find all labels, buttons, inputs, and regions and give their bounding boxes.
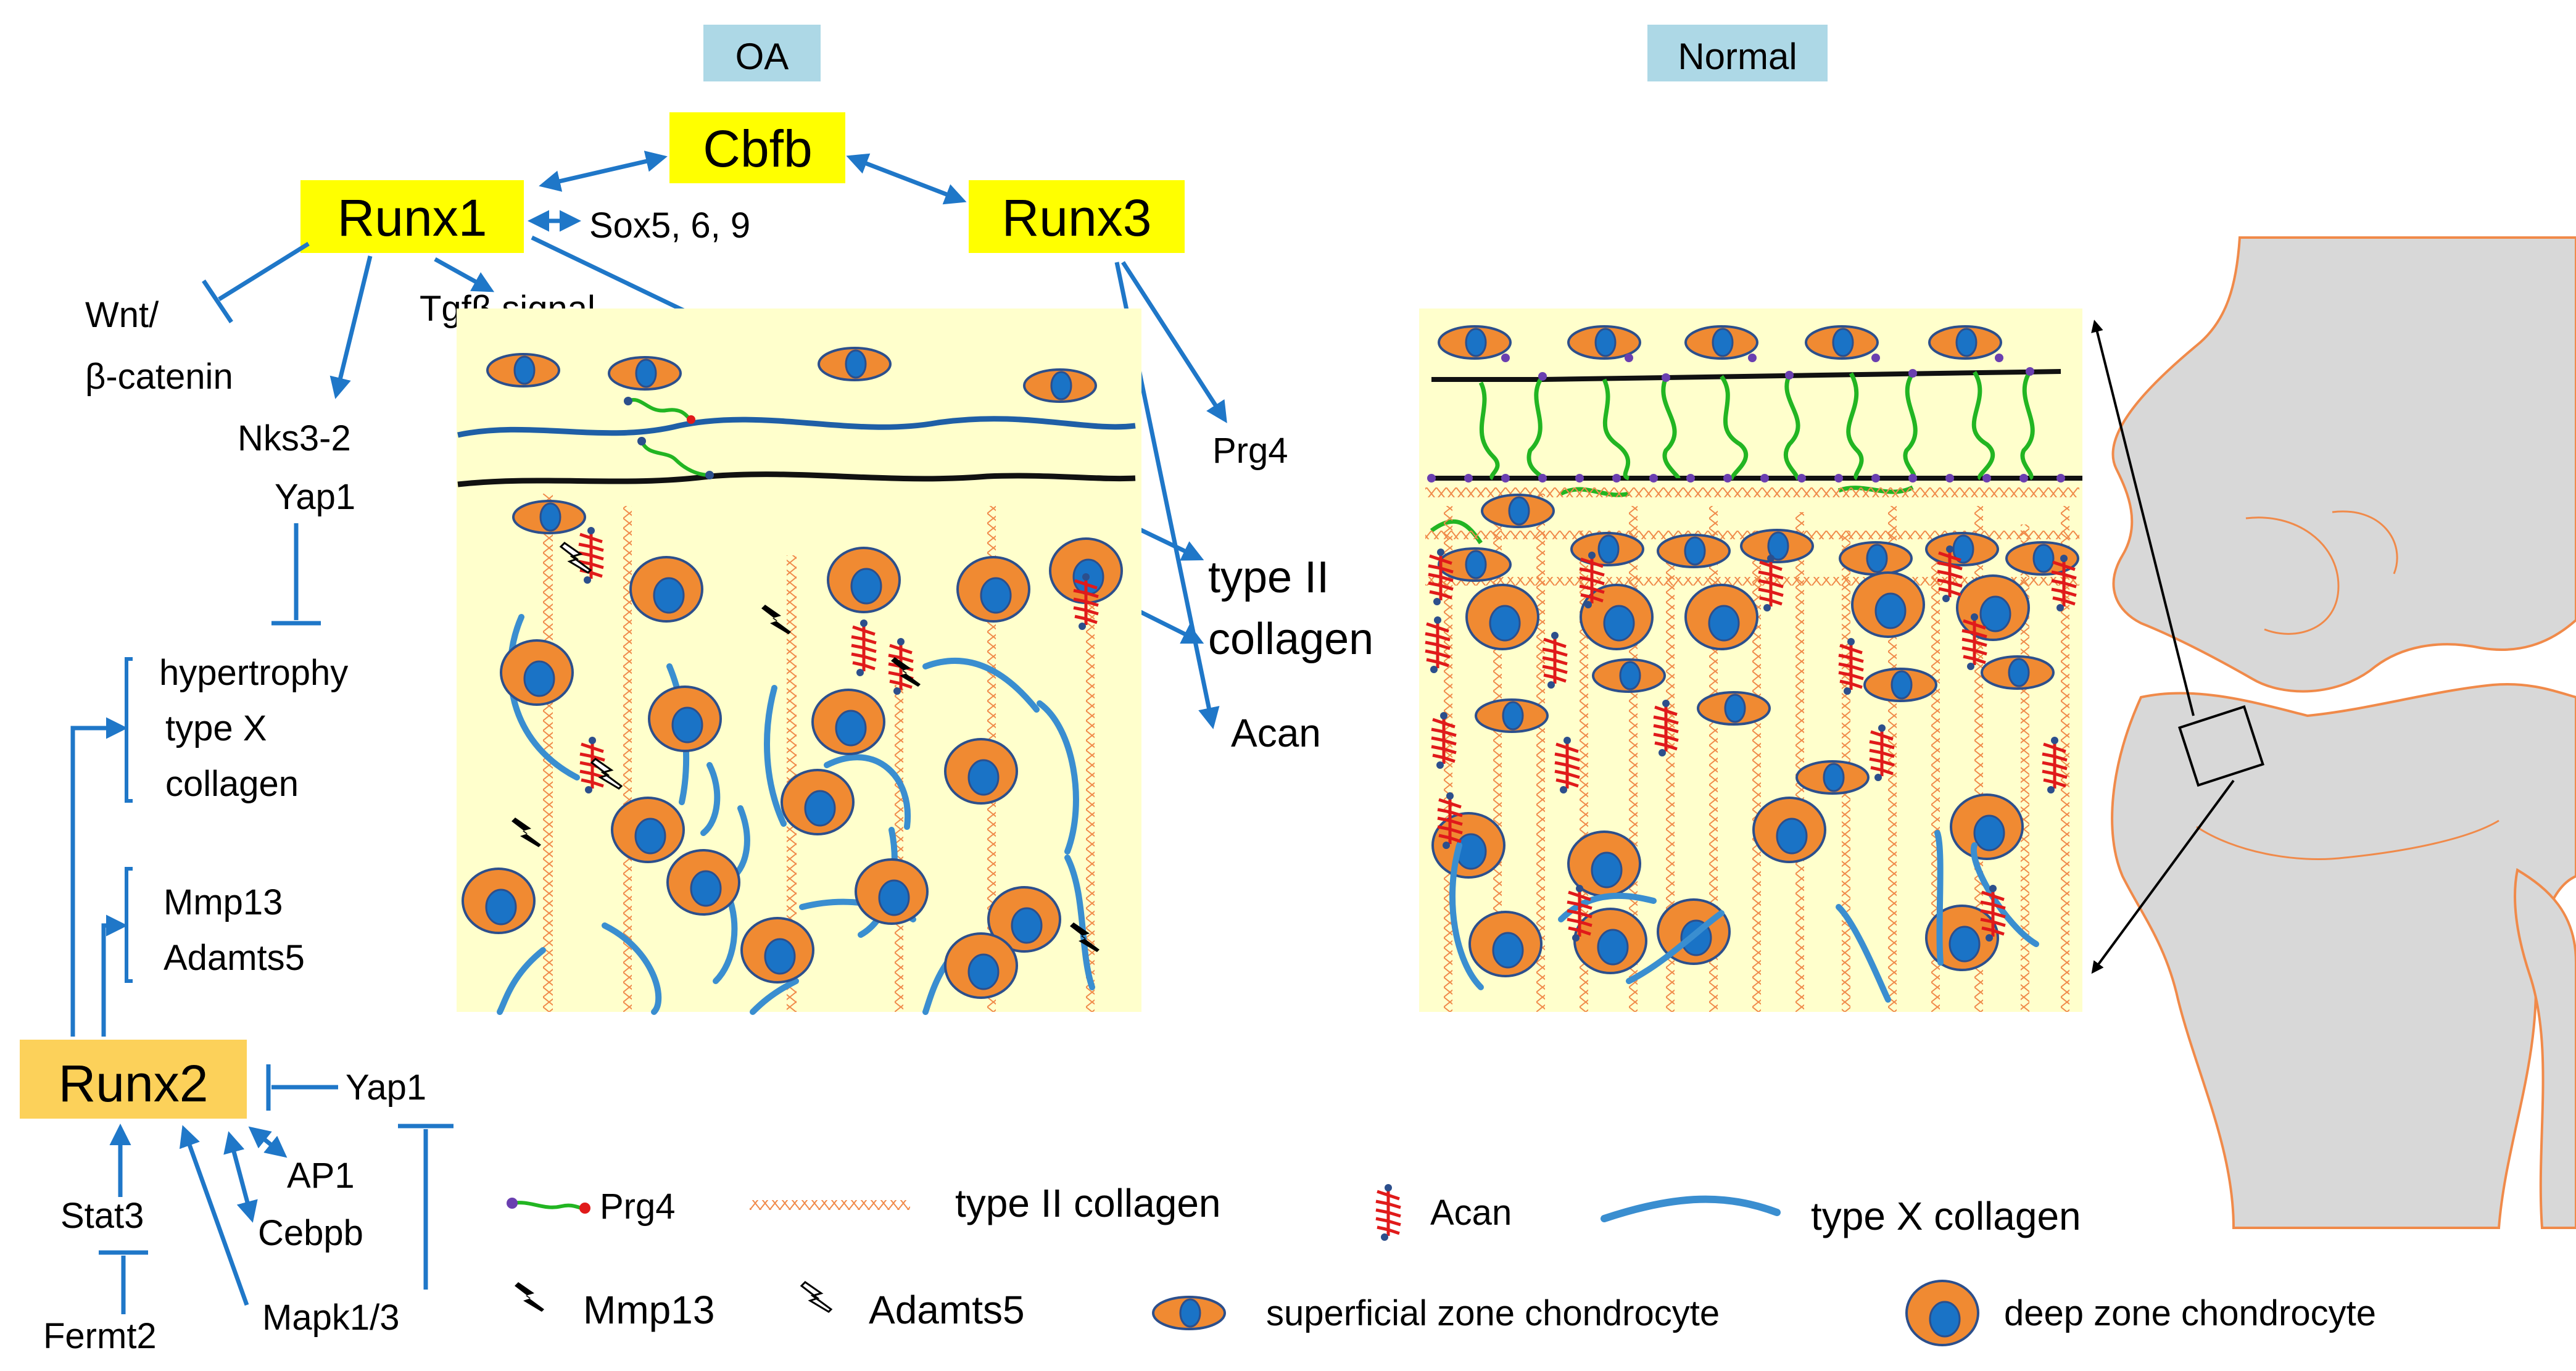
hypertrophy-bracket bbox=[125, 657, 133, 803]
legend-adamts5-icon bbox=[800, 1281, 832, 1313]
arrow-cebpb-runx2 bbox=[223, 1131, 258, 1223]
oa-label-box bbox=[703, 25, 821, 81]
oa-surface-black bbox=[457, 471, 1136, 487]
runx1-label: Runx1 bbox=[338, 189, 487, 247]
yap1-top-label: Yap1 bbox=[275, 477, 355, 517]
legend-prg4-label: Prg4 bbox=[600, 1187, 676, 1227]
arrow-cbfb-runx3 bbox=[846, 153, 967, 205]
runx2-label: Runx2 bbox=[59, 1054, 209, 1112]
femur-line-2 bbox=[2332, 510, 2398, 574]
sox-label: Sox5, 6, 9 bbox=[589, 205, 750, 246]
typex-label-line2: collagen bbox=[165, 764, 299, 804]
legend-mmp13-label: Mmp13 bbox=[583, 1288, 714, 1332]
arrow-runx2-mmp bbox=[101, 914, 128, 1037]
hypertrophy-label: hypertrophy bbox=[159, 653, 348, 693]
type2-label-line2: collagen bbox=[1208, 615, 1373, 664]
arrow-runx2-hypertrophy bbox=[70, 717, 128, 1037]
nks-label: Nks3-2 bbox=[238, 418, 351, 458]
legend-mmp13-icon bbox=[515, 1282, 544, 1312]
oa-prg4 bbox=[627, 398, 710, 477]
region-of-interest-box bbox=[2178, 705, 2264, 787]
normal-cartilage-panel bbox=[1419, 309, 2082, 1012]
knee-joint-illustration bbox=[2091, 236, 2576, 1229]
yap1-bottom-label: Yap1 bbox=[346, 1067, 426, 1108]
normal-prg4-ends bbox=[1427, 354, 2065, 483]
runx3-label: Runx3 bbox=[1002, 189, 1152, 247]
typex-label-line1: type X bbox=[165, 708, 267, 748]
arrow-runx3-prg4 bbox=[1121, 261, 1227, 423]
runx3-box bbox=[969, 180, 1185, 253]
inhibit-bar-wnt bbox=[202, 280, 233, 323]
inhibit-runx1-wnt bbox=[218, 242, 310, 301]
normal-label-box bbox=[1647, 25, 1828, 81]
tibia-plateau-line bbox=[2196, 819, 2499, 861]
type2-label-line1: type II bbox=[1208, 553, 1329, 602]
prg4-label: Prg4 bbox=[1212, 431, 1288, 471]
normal-label: Normal bbox=[1678, 36, 1797, 77]
legend-acan-label: Acan bbox=[1430, 1193, 1512, 1233]
zoom-arrow-top bbox=[2091, 320, 2195, 716]
legend: Prg4 type II collagen Acan type X collag… bbox=[507, 1181, 2376, 1346]
legend-prg4-icon bbox=[511, 1201, 586, 1211]
legend-acan-icon bbox=[1376, 1184, 1401, 1241]
adamts5-label: Adamts5 bbox=[164, 938, 305, 978]
mmp-bracket bbox=[125, 867, 133, 983]
zoom-arrow-bottom bbox=[2091, 779, 2235, 974]
tibia bbox=[2111, 683, 2576, 1229]
stat3-label: Stat3 bbox=[60, 1196, 144, 1236]
legend-type2-icon bbox=[750, 1200, 910, 1210]
legend-superficial-label: superficial zone chondrocyte bbox=[1266, 1293, 1720, 1333]
runx2-box bbox=[20, 1040, 247, 1119]
arrow-runx1-nks bbox=[329, 255, 373, 399]
arrow-runx1-tgfb bbox=[434, 257, 495, 292]
mmp13-label: Mmp13 bbox=[164, 882, 283, 922]
legend-typex-icon bbox=[1601, 1195, 1781, 1222]
mapk-label: Mapk1/3 bbox=[262, 1298, 399, 1338]
legend-deep-label: deep zone chondrocyte bbox=[2004, 1293, 2376, 1333]
legend-adamts5-label: Adamts5 bbox=[869, 1288, 1025, 1332]
femur bbox=[2111, 236, 2576, 693]
arrow-runx1-cbfb bbox=[539, 151, 668, 192]
arrow-mapk-runx2 bbox=[179, 1125, 249, 1306]
oa-surface-blue bbox=[457, 416, 1136, 438]
oa-label: OA bbox=[735, 36, 789, 77]
cebpb-label: Cebpb bbox=[258, 1213, 363, 1253]
fermt2-label: Fermt2 bbox=[43, 1316, 157, 1356]
oa-cartilage-panel bbox=[457, 309, 1141, 1015]
runx1-box bbox=[300, 180, 524, 253]
fibula bbox=[2514, 868, 2576, 1229]
acan-label: Acan bbox=[1231, 711, 1321, 755]
legend-deep-icon bbox=[1905, 1280, 1979, 1346]
femur-condyle-line bbox=[2245, 516, 2340, 635]
arrow-ap1-runx2 bbox=[248, 1126, 288, 1158]
legend-typex-label: type X collagen bbox=[1811, 1194, 2081, 1238]
cbfb-box bbox=[669, 112, 845, 183]
wnt-label-line2: β-catenin bbox=[85, 357, 233, 397]
legend-type2-label: type II collagen bbox=[955, 1181, 1221, 1225]
legend-superficial-icon bbox=[1152, 1296, 1226, 1330]
ap1-label: AP1 bbox=[287, 1156, 355, 1196]
cbfb-label: Cbfb bbox=[703, 120, 812, 178]
wnt-label-line1: Wnt/ bbox=[85, 295, 159, 335]
normal-type2-horizontal-1 bbox=[1425, 487, 2079, 497]
